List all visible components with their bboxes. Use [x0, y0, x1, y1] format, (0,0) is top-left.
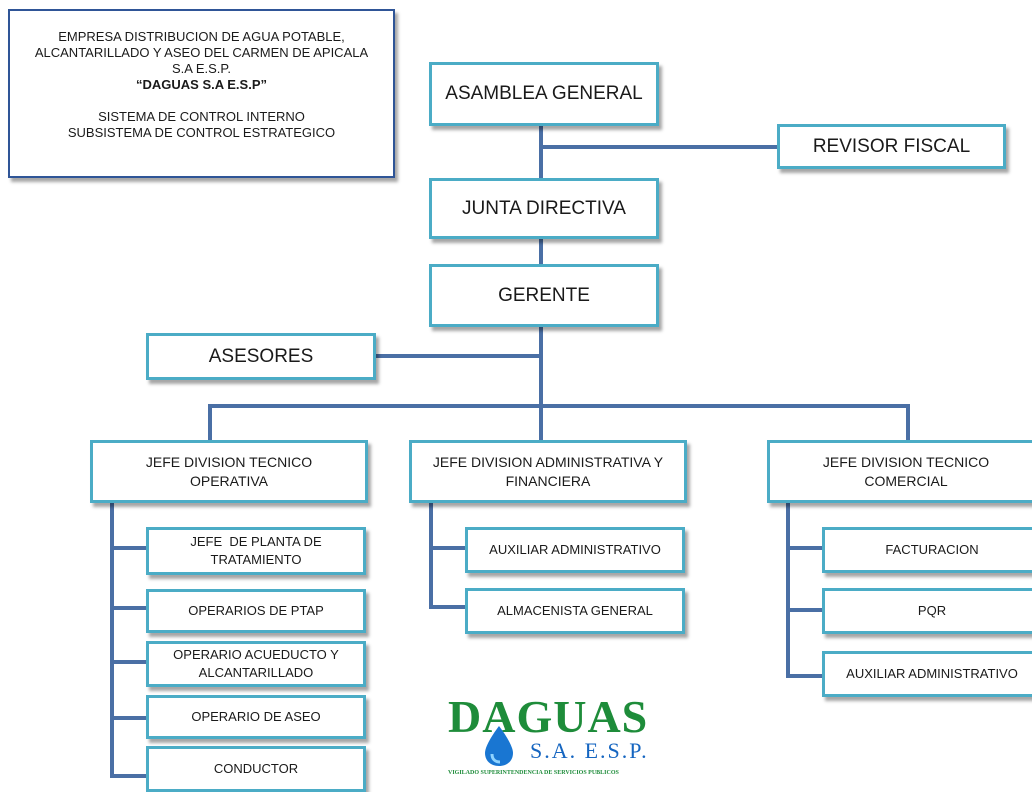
daguas-logo: DAGUAS S.A. E.S.P. VIGILADO SUPERINTENDE…	[440, 690, 690, 780]
junta-directiva-box: JUNTA DIRECTIVA	[429, 178, 659, 239]
gerente-box: GERENTE	[429, 264, 659, 327]
header-line-5: SISTEMA DE CONTROL INTERNO	[98, 109, 305, 124]
operario-acueducto-box: OPERARIO ACUEDUCTO Y ALCANTARILLADO	[146, 641, 366, 687]
connector-operativa-1	[110, 546, 148, 550]
connector-operativa-vertical	[110, 501, 114, 778]
auxiliar-administrativo-comercial-box: AUXILIAR ADMINISTRATIVO	[822, 651, 1032, 697]
header-line-1: EMPRESA DISTRIBUCION DE AGUA POTABLE,	[58, 29, 345, 44]
auxiliar-administrativo-admin-label: AUXILIAR ADMINISTRATIVO	[489, 542, 661, 557]
division-tecnico-operativa-box: JEFE DIVISION TECNICO OPERATIVA	[90, 440, 368, 503]
connector-revisor	[539, 145, 779, 149]
connector-administrativa-1	[429, 546, 467, 550]
connector-div1-drop	[208, 404, 212, 442]
header-line-2: ALCANTARILLADO Y ASEO DEL CARMEN DE APIC…	[34, 45, 369, 60]
conductor-box: CONDUCTOR	[146, 746, 366, 792]
division-administrativa-line1: JEFE DIVISION ADMINISTRATIVA Y	[432, 453, 664, 470]
connector-operativa-5	[110, 774, 148, 778]
asesores-label: ASESORES	[208, 345, 314, 367]
gerente-label: GERENTE	[498, 284, 590, 306]
pqr-box: PQR	[822, 588, 1032, 634]
jefe-planta-box: JEFE DE PLANTA DE TRATAMIENTO	[146, 527, 366, 575]
asamblea-general-box: ASAMBLEA GENERAL	[429, 62, 659, 126]
revisor-fiscal-label: REVISOR FISCAL	[812, 135, 971, 157]
jefe-planta-line1: JEFE DE PLANTA DE	[190, 534, 322, 549]
connector-operativa-2	[110, 606, 148, 610]
revisor-fiscal-box: REVISOR FISCAL	[777, 124, 1006, 169]
almacenista-general-label: ALMACENISTA GENERAL	[497, 603, 653, 618]
division-comercial-line2: COMERCIAL	[864, 472, 948, 489]
header-line-6: SUBSISTEMA DE CONTROL ESTRATEGICO	[67, 125, 336, 140]
division-administrativa-line2: FINANCIERA	[505, 472, 591, 489]
division-comercial-line1: JEFE DIVISION TECNICO	[822, 453, 990, 470]
connector-junta-gerente	[539, 238, 543, 265]
connector-divisions-bar	[208, 404, 910, 408]
asamblea-general-label: ASAMBLEA GENERAL	[445, 83, 643, 104]
operarios-ptap-box: OPERARIOS DE PTAP	[146, 589, 366, 633]
connector-comercial-3	[786, 674, 824, 678]
logo-wordmark: DAGUAS	[448, 691, 649, 742]
connector-trunk-main	[539, 326, 543, 442]
facturacion-box: FACTURACION	[822, 527, 1032, 573]
facturacion-label: FACTURACION	[885, 542, 979, 557]
auxiliar-administrativo-admin-box: AUXILIAR ADMINISTRATIVO	[465, 527, 685, 573]
operario-aseo-label: OPERARIO DE ASEO	[191, 709, 321, 724]
connector-comercial-2	[786, 608, 824, 612]
header-line-3: S.A E.S.P.	[171, 61, 232, 76]
connector-comercial-1	[786, 546, 824, 550]
header-line-4: “DAGUAS S.A E.S.P”	[136, 77, 267, 92]
operario-aseo-box: OPERARIO DE ASEO	[146, 695, 366, 739]
connector-administrativa-2	[429, 605, 467, 609]
conductor-label: CONDUCTOR	[213, 761, 299, 776]
operario-acueducto-line1: OPERARIO ACUEDUCTO Y	[173, 647, 339, 662]
operario-acueducto-line2: ALCANTARILLADO	[198, 665, 314, 680]
company-header: EMPRESA DISTRIBUCION DE AGUA POTABLE, AL…	[8, 9, 395, 178]
division-tecnico-operativa-line1: JEFE DIVISION TECNICO	[145, 453, 313, 470]
connector-administrativa-vertical	[429, 501, 433, 609]
connector-trunk-top	[539, 125, 543, 180]
junta-directiva-label: JUNTA DIRECTIVA	[462, 197, 626, 219]
connector-asesores	[374, 354, 541, 358]
connector-div3-drop	[906, 404, 910, 442]
connector-operativa-4	[110, 716, 148, 720]
division-comercial-box: JEFE DIVISION TECNICO COMERCIAL	[767, 440, 1032, 503]
logo-tagline: VIGILADO SUPERINTENDENCIA DE SERVICIOS P…	[448, 770, 619, 776]
auxiliar-administrativo-comercial-label: AUXILIAR ADMINISTRATIVO	[846, 666, 1018, 681]
operarios-ptap-label: OPERARIOS DE PTAP	[188, 603, 324, 618]
logo-subtitle: S.A. E.S.P.	[530, 738, 649, 763]
jefe-planta-line2: TRATAMIENTO	[210, 552, 302, 567]
division-administrativa-box: JEFE DIVISION ADMINISTRATIVA Y FINANCIER…	[409, 440, 687, 503]
water-drop-icon	[485, 726, 513, 766]
connector-operativa-3	[110, 660, 148, 664]
division-tecnico-operativa-line2: OPERATIVA	[189, 472, 269, 489]
pqr-label: PQR	[917, 603, 947, 618]
almacenista-general-box: ALMACENISTA GENERAL	[465, 588, 685, 634]
asesores-box: ASESORES	[146, 333, 376, 380]
connector-comercial-vertical	[786, 501, 790, 678]
